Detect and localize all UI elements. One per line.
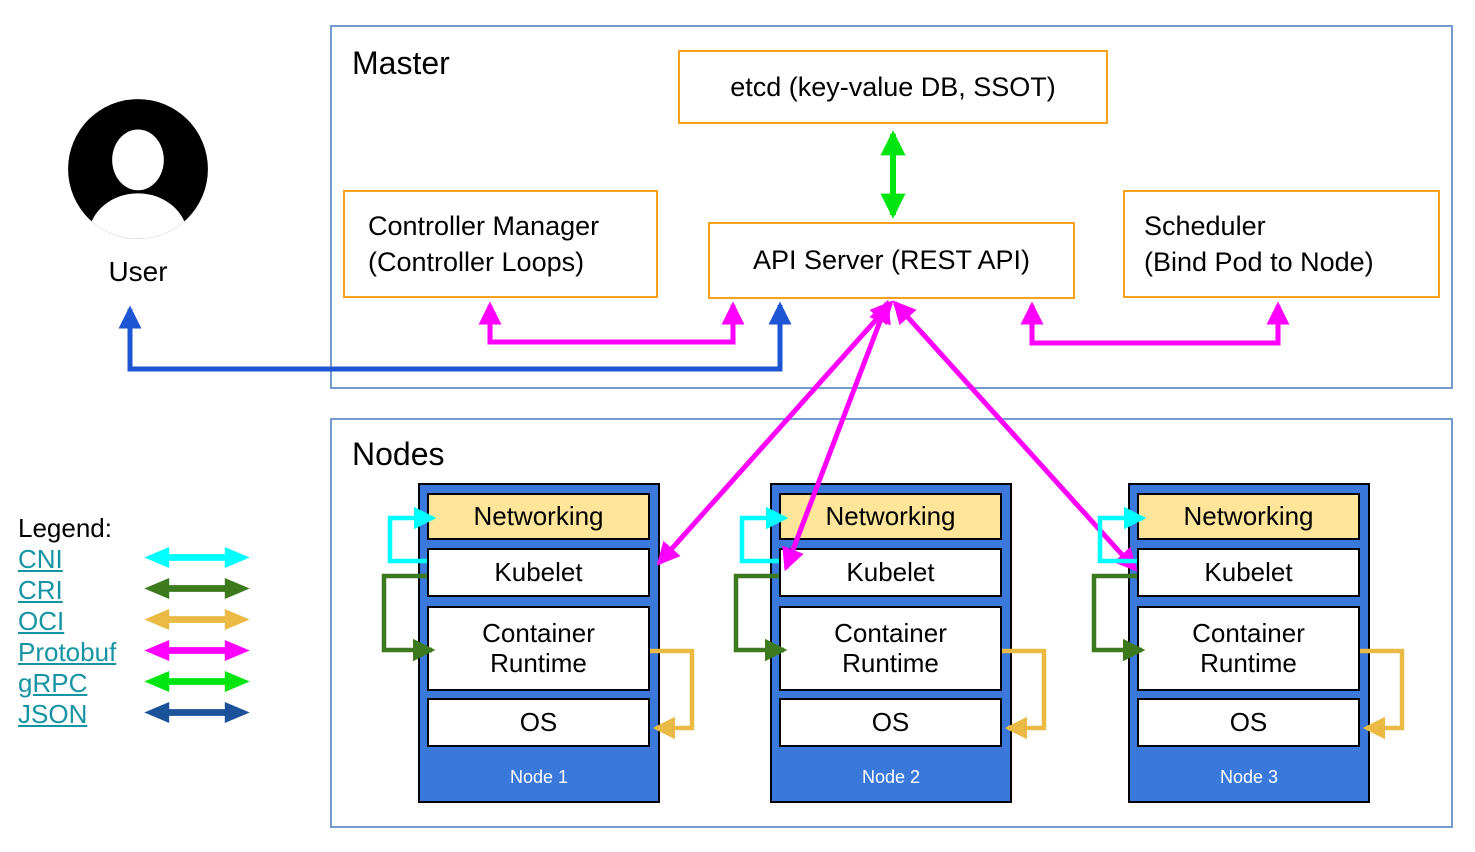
legend-row-cri: CRI [18,575,278,606]
grpc-arrow-shape [144,670,250,693]
node-caption: Node 1 [509,767,569,787]
legend-row-json: JSON [18,699,278,730]
networking-box: Networking [427,493,650,540]
os-box: OS [779,698,1002,747]
legend-title: Legend: [18,513,112,543]
os-label: OS [871,706,910,737]
networking-box: Networking [1137,493,1360,540]
cri-arrow-shape [144,577,250,600]
etcd-box: etcd (key-value DB, SSOT) [678,50,1108,124]
kubelet-label: Kubelet [1204,556,1293,587]
master-title: Master [352,45,450,81]
etcd-label: etcd (key-value DB, SSOT) [730,71,1056,102]
kubelet-label: Kubelet [846,556,935,587]
kubelet-label: Kubelet [494,556,583,587]
cri-double-arrow-icon [144,577,250,600]
master-frame: Master etcd (key-value DB, SSOT) API Ser… [330,25,1453,389]
container-runtime-line2: Runtime [842,647,939,678]
container-runtime-line2: Runtime [1200,647,1297,678]
legend-link-json[interactable]: JSON [18,699,88,729]
cni-double-arrow-icon [144,546,250,569]
os-label: OS [519,706,558,737]
node-2: Networking Kubelet Container Runtime OS … [770,483,1012,803]
legend-link-cni[interactable]: CNI [18,544,63,574]
os-box: OS [1137,698,1360,747]
os-box: OS [427,698,650,747]
oci-arrow-shape [144,608,250,631]
scheduler-line2: (Bind Pod to Node) [1144,247,1374,277]
node-1: Networking Kubelet Container Runtime OS … [418,483,660,803]
legend-link-grpc[interactable]: gRPC [18,668,88,698]
legend-row-protobuf: Protobuf [18,637,278,668]
node-caption: Node 2 [861,767,921,787]
networking-label: Networking [825,500,956,531]
nodes-title: Nodes [352,436,445,472]
container-runtime-box: Container Runtime [1137,606,1360,691]
api-server-label: API Server (REST API) [752,245,1031,276]
protobuf-double-arrow-icon [144,639,250,662]
json-double-arrow-icon [144,701,250,724]
user-label: User [108,256,168,287]
os-label: OS [1229,706,1268,737]
json-arrow-shape [144,701,250,724]
node-3: Networking Kubelet Container Runtime OS … [1128,483,1370,803]
legend-link-oci[interactable]: OCI [18,606,65,636]
node-caption: Node 3 [1219,767,1279,787]
networking-label: Networking [1183,500,1314,531]
api-server-box: API Server (REST API) [708,222,1075,299]
cni-arrow-shape [144,546,250,569]
networking-label: Networking [473,500,604,531]
legend-link-cri[interactable]: CRI [18,575,63,605]
container-runtime-box: Container Runtime [779,606,1002,691]
controller-manager-box: Controller Manager (Controller Loops) [343,190,658,298]
container-runtime-line1: Container [482,617,595,648]
networking-box: Networking [779,493,1002,540]
scheduler-box: Scheduler (Bind Pod to Node) [1123,190,1440,298]
kubelet-box: Kubelet [779,548,1002,597]
container-runtime-box: Container Runtime [427,606,650,691]
oci-double-arrow-icon [144,608,250,631]
grpc-double-arrow-icon [144,670,250,693]
legend-row-oci: OCI [18,606,278,637]
container-runtime-line2: Runtime [490,647,587,678]
protobuf-arrow-shape [144,639,250,662]
legend-row-grpc: gRPC [18,668,278,699]
nodes-frame: Nodes Networking Kubelet Container Runti… [330,418,1453,828]
container-runtime-line1: Container [834,617,947,648]
legend: Legend: CNI CRI OCI Protobuf gRP [18,512,278,730]
avatar-head [112,129,164,191]
controller-manager-line2: (Controller Loops) [368,247,585,277]
user-avatar-icon [68,99,208,239]
kubelet-box: Kubelet [1137,548,1360,597]
scheduler-line1: Scheduler [1144,210,1266,241]
kubelet-box: Kubelet [427,548,650,597]
controller-manager-line1: Controller Manager [368,210,600,241]
container-runtime-line1: Container [1192,617,1305,648]
legend-row-cni: CNI [18,544,278,575]
legend-link-protobuf[interactable]: Protobuf [18,637,117,667]
